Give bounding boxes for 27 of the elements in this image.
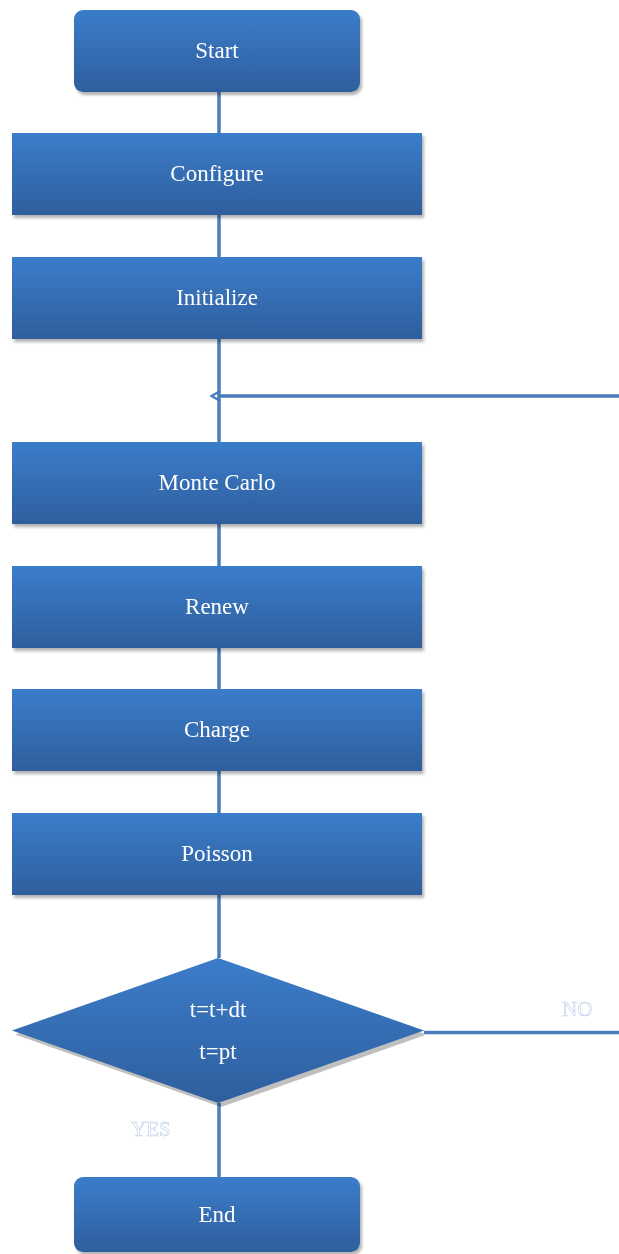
connector-line <box>217 339 221 442</box>
edge-label: YES <box>131 1117 171 1142</box>
node-label: End <box>198 1201 236 1228</box>
connector-line <box>217 524 221 566</box>
process-box <box>12 257 422 339</box>
process-box <box>12 813 422 895</box>
process-box <box>12 566 422 648</box>
connector-line <box>217 771 221 813</box>
connector-line <box>217 895 221 958</box>
connector-line <box>217 92 221 133</box>
node-label: Monte Carlo <box>158 470 276 496</box>
node-label: Initialize <box>176 285 258 311</box>
process-box <box>12 133 422 215</box>
process-box <box>12 689 422 771</box>
edge-label: NO <box>562 996 593 1022</box>
node-label: Charge <box>184 717 250 743</box>
terminal-box <box>74 1177 360 1252</box>
connector-line <box>217 648 221 689</box>
node-label: Configure <box>170 161 264 187</box>
connector-line <box>217 215 221 257</box>
terminal-box <box>74 10 360 92</box>
node-label: Start <box>195 38 239 64</box>
connector-line <box>217 1103 221 1177</box>
process-box <box>12 442 422 524</box>
node-label: Renew <box>185 594 249 620</box>
arrow <box>210 389 619 1035</box>
node-label: Poisson <box>181 841 253 867</box>
